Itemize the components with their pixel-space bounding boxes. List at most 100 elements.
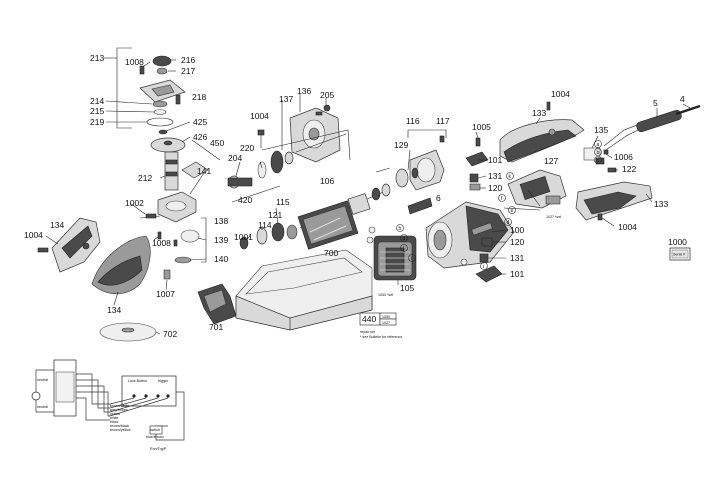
callout-105: 105 <box>400 283 414 293</box>
pin-218 <box>175 94 181 105</box>
part-117 <box>439 135 445 143</box>
callout-420: 420 <box>238 195 252 205</box>
cord-set <box>603 104 701 151</box>
callout-121: 121 <box>268 210 282 220</box>
callout-127: 127 <box>544 156 558 166</box>
part-1007 <box>163 269 171 280</box>
box-1050-label: 1050 <box>382 315 390 319</box>
callout-1001: 1001 <box>234 232 253 242</box>
switch-127 <box>503 169 567 211</box>
callout-136: 136 <box>297 86 311 96</box>
part-217 <box>156 67 168 75</box>
callout-117: 117 <box>436 116 450 126</box>
callout-425: 425 <box>193 117 207 127</box>
callout-450: 450 <box>210 138 224 148</box>
callout-1007: 1007 <box>156 289 175 299</box>
letter-j: j <box>402 246 404 252</box>
spindle-head-group <box>104 47 221 280</box>
callout-219: 219 <box>90 117 104 127</box>
part-114 <box>256 227 268 245</box>
callout-137: 137 <box>279 94 293 104</box>
callout-1005: 1005 <box>472 122 491 132</box>
wire-label-4: white <box>110 416 118 420</box>
callout-101-top: 101 <box>488 155 502 165</box>
letter-k: k <box>509 174 512 180</box>
motor-housing-100 <box>425 201 515 269</box>
rear-housing-133-bottom <box>575 181 653 221</box>
callout-131-top: 131 <box>488 171 502 181</box>
rear-housing-133-top <box>499 119 585 163</box>
holder-120a <box>469 183 481 191</box>
callout-700: 700 <box>324 248 338 258</box>
letter-f: f <box>501 196 503 202</box>
part-129 <box>395 168 409 188</box>
letter-i: i <box>411 256 412 262</box>
callout-426: 426 <box>193 132 207 142</box>
wire-label-switch: switch <box>150 428 160 432</box>
callout-120-top: 120 <box>488 183 502 193</box>
wiring-trigger: trigger <box>158 379 169 383</box>
callout-216: 216 <box>181 55 195 65</box>
part-214 <box>152 100 168 108</box>
part-425 <box>158 129 168 135</box>
callout-134-bottom: 134 <box>107 305 121 315</box>
brush-cap-101b <box>475 265 503 283</box>
bearing-450 <box>181 161 209 179</box>
brush-131a <box>469 173 479 183</box>
part-1006 <box>603 149 609 155</box>
callout-135: 135 <box>594 125 608 135</box>
callout-106: 106 <box>320 176 334 186</box>
letter-d: d <box>403 236 406 242</box>
callout-204: 204 <box>228 153 242 163</box>
callout-205: 205 <box>320 90 334 100</box>
holder-120b <box>481 237 493 247</box>
wiring-diagram: neutral neutral Lock Button trigger brow… <box>31 359 185 451</box>
callout-131-bottom: 131 <box>510 253 524 263</box>
callout-141: 141 <box>197 166 211 176</box>
screw-1008b <box>157 231 162 240</box>
letter-a: a <box>597 142 600 148</box>
circled-letters: h d j k f e d a b c i i <box>396 140 602 270</box>
reference-box-440: 440 1050 1027 repair set * see Bulletin … <box>359 312 402 339</box>
callout-129: 129 <box>394 140 408 150</box>
brush-cap-101a <box>465 151 489 167</box>
callout-1008-lower: 1008 <box>152 238 171 248</box>
callout-215: 215 <box>90 106 104 116</box>
part-205 <box>323 104 331 112</box>
wire-label-5: black <box>110 420 119 424</box>
spindle-212 <box>164 151 179 191</box>
note-1027-set: 1027 *set <box>546 215 561 219</box>
part-115 <box>286 224 298 240</box>
label-6 <box>407 197 433 215</box>
box-1027-label: 1027 <box>382 321 390 325</box>
callout-1008: 1008 <box>125 57 144 67</box>
box-440-label: 440 <box>362 314 376 324</box>
callout-1006: 1006 <box>614 152 633 162</box>
nameplate-text: Serial # <box>673 253 685 257</box>
bearing-121 <box>271 222 285 242</box>
repair-set-note: repair set <box>360 330 375 334</box>
part-139 <box>180 229 200 243</box>
leader-lines <box>105 59 691 335</box>
letter-b: b <box>597 150 600 156</box>
callout-133-bottom: 133 <box>654 199 668 209</box>
callout-217: 217 <box>181 66 195 76</box>
callout-139: 139 <box>214 235 228 245</box>
callout-212: 212 <box>138 173 152 183</box>
carry-case-700 <box>235 249 373 331</box>
wiring-lock-button: Lock Button <box>128 379 147 383</box>
callout-1004-top: 1004 <box>551 89 570 99</box>
wire-label-6: brown/black <box>110 424 129 428</box>
callout-218: 218 <box>192 92 206 102</box>
callout-133-top: 133 <box>532 108 546 118</box>
oring-219 <box>146 117 174 127</box>
bulletin-note: * see Bulletin for reference <box>360 335 402 339</box>
armature-106 <box>297 183 391 250</box>
screw-1004c <box>546 101 551 111</box>
callout-1004-right: 1004 <box>618 222 637 232</box>
screw-1005 <box>475 137 481 147</box>
callout-134-top: 134 <box>50 220 64 230</box>
callout-213: 213 <box>90 53 104 63</box>
callout-220: 220 <box>240 143 254 153</box>
pinion-shaft <box>227 177 253 187</box>
